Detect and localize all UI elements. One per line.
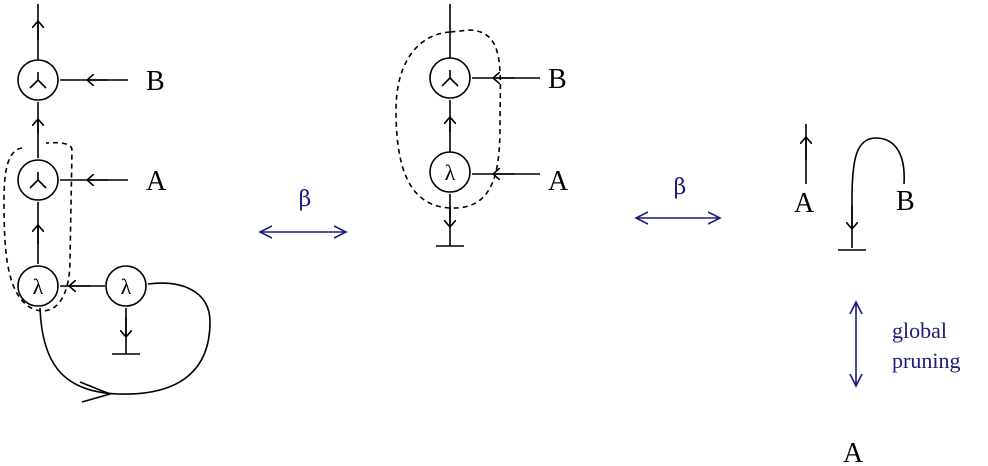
loop-arrow	[79, 381, 113, 403]
redex-outline-2	[395, 29, 502, 209]
lambda-node-p2	[429, 151, 471, 193]
lambda-symbol-p2: λ	[445, 160, 456, 185]
redex-outline-1	[3, 141, 73, 312]
beta-label-2: β	[674, 175, 687, 200]
beta-label-1: β	[299, 187, 312, 212]
label-a-p3: A	[794, 188, 815, 219]
lambda-node-1	[17, 265, 59, 307]
global-pruning: global pruning A	[843, 302, 960, 466]
beta-arrow-2: β	[636, 175, 720, 218]
lambda-symbol-1: λ	[33, 274, 44, 299]
panel-2: λ B A	[395, 4, 569, 247]
beta-arrow-1: β	[260, 187, 346, 232]
label-b-p3: B	[896, 186, 915, 217]
lambda-node-2	[105, 265, 147, 307]
application-symbol-b	[29, 72, 47, 89]
lambda-symbol-2: λ	[121, 274, 132, 299]
label-a: A	[146, 166, 167, 197]
pruning-result-label: A	[843, 438, 864, 466]
label-b-p2: B	[548, 64, 567, 95]
loop-edge	[39, 282, 211, 395]
edge-p3-b-curve	[851, 137, 905, 248]
panel-3: A B	[794, 124, 915, 251]
pruning-label-line2: pruning	[892, 348, 960, 373]
application-symbol-a	[29, 172, 47, 189]
panel-1: λ λ B A	[3, 4, 211, 403]
label-b: B	[146, 66, 165, 97]
pruning-label-line1: global	[892, 318, 947, 343]
label-a-p2: A	[548, 166, 569, 197]
application-symbol-p2	[441, 70, 459, 87]
